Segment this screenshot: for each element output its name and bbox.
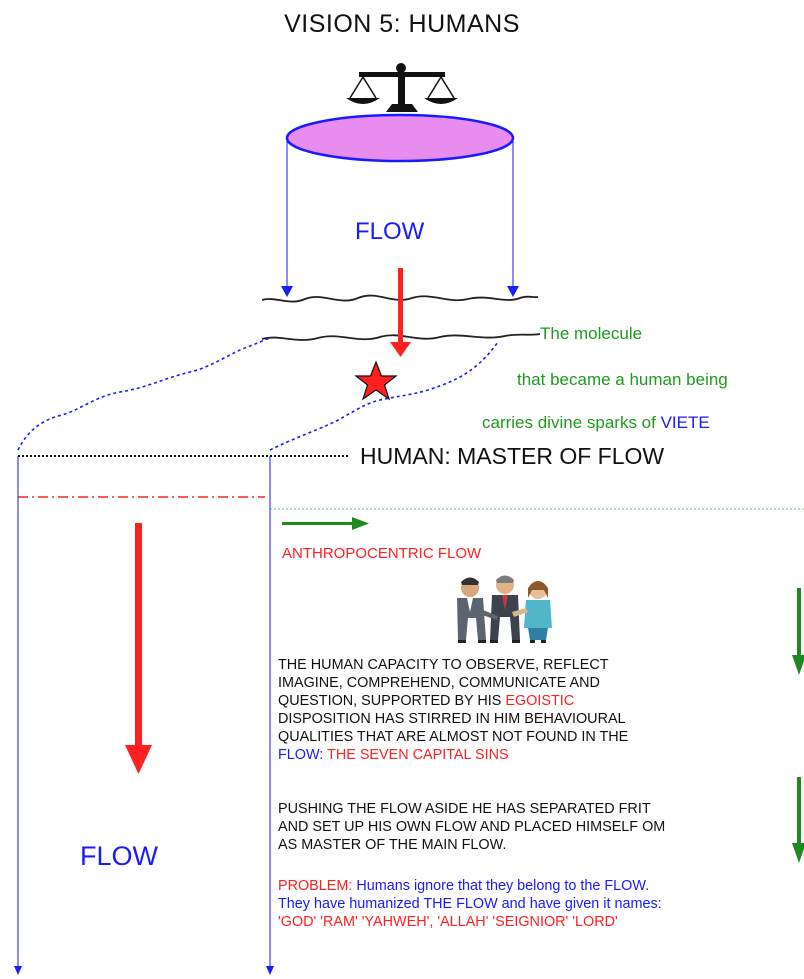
dotted-profile-right [269, 341, 499, 451]
arrowhead-bottom-right [266, 966, 274, 975]
red-down-arrow-center [390, 268, 411, 357]
scribble-line-lower [261, 333, 541, 341]
paragraph-line: THE HUMAN CAPACITY TO OBSERVE, REFLECT [278, 657, 609, 673]
anthropocentric-flow-label: ANTHROPOCENTRIC FLOW [282, 545, 482, 562]
paragraph-problem: PROBLEM: Humans ignore that they belong … [278, 877, 662, 931]
paragraph-line: AND SET UP HIS OWN FLOW AND PLACED HIMSE… [278, 819, 666, 835]
green-right-arrow [282, 517, 369, 530]
paragraph-line: IMAGINE, COMPREHEND, COMMUNICATE AND [278, 675, 600, 691]
paragraph-line: QUALITIES THAT ARE ALMOST NOT FOUND IN T… [278, 729, 629, 745]
viete-word: VIETE [660, 413, 710, 432]
scribble-line-upper [261, 294, 539, 303]
arrowhead-bottom-left [14, 966, 22, 975]
paragraph-capacity: THE HUMAN CAPACITY TO OBSERVE, REFLECT I… [278, 656, 628, 764]
paragraph-line: They have humanized THE FLOW and have gi… [278, 896, 662, 912]
flow-word: FLOW: [278, 747, 324, 763]
arrowhead-right [507, 286, 519, 297]
egoistic-word: EGOISTIC [505, 693, 575, 709]
paragraph-line: PROBLEM: Humans ignore that they belong … [278, 877, 662, 895]
flow-label-left: FLOW [80, 841, 158, 871]
page-title: VISION 5: HUMANS [284, 10, 520, 38]
divine-names-line: 'GOD' 'RAM' 'YAHWEH', 'ALLAH' 'SEIGNIOR'… [278, 914, 618, 930]
flow-label-top: FLOW [355, 218, 425, 245]
dotted-profile-left [17, 337, 271, 451]
scales-of-justice-icon [346, 63, 458, 112]
arrowhead-left [281, 286, 293, 297]
molecule-line-1: The molecule [540, 324, 643, 343]
master-of-flow-label: HUMAN: MASTER OF FLOW [360, 443, 665, 469]
green-down-arrow-lower [792, 777, 804, 863]
paragraph-pushing: PUSHING THE FLOW ASIDE HE HAS SEPARATED … [278, 800, 665, 854]
red-star-icon [354, 360, 398, 401]
paragraph-line: DISPOSITION HAS STIRRED IN HIM BEHAVIOUR… [278, 711, 626, 727]
paragraph-line: QUESTION, SUPPORTED BY HIS EGOISTIC [278, 692, 628, 710]
paragraph-line-text: QUESTION, SUPPORTED BY HIS [278, 693, 506, 709]
paragraph-line: FLOW: THE SEVEN CAPITAL SINS [278, 746, 628, 764]
molecule-line-3: carries divine sparks of VIETE [482, 413, 710, 433]
paragraph-line: AS MASTER OF THE MAIN FLOW. [278, 837, 507, 853]
business-people-handshake-icon [457, 575, 552, 643]
red-down-arrow-left [125, 523, 152, 774]
problem-text: Humans ignore that they belong to the FL… [352, 878, 650, 894]
green-down-arrow-upper [792, 588, 804, 675]
problem-label: PROBLEM: [278, 878, 353, 894]
molecule-line-2: that became a human being [517, 370, 728, 389]
paragraph-line: PUSHING THE FLOW ASIDE HE HAS SEPARATED … [278, 801, 651, 817]
molecule-line-3-text: carries divine sparks of [482, 413, 661, 432]
seven-sins-text: THE SEVEN CAPITAL SINS [323, 747, 509, 763]
violet-disc [285, 113, 515, 163]
